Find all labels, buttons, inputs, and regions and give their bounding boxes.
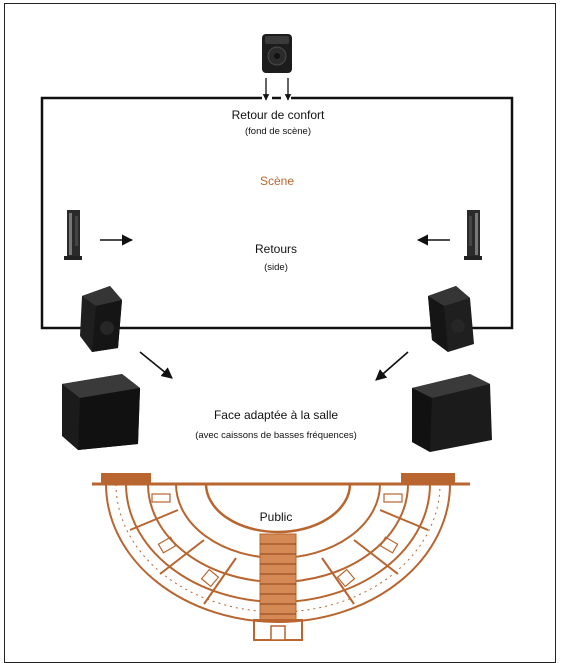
front-sublabel: (avec caissons de basses fréquences): [195, 430, 357, 441]
amphitheater-seating-icon: [92, 473, 470, 641]
wedge-speaker-icon: [80, 286, 122, 352]
comfort-arrows: [262, 78, 292, 101]
side-returns-label: Retours: [254, 242, 298, 256]
side-monitor-icon: [464, 210, 482, 260]
subwoofer-icon: [412, 374, 492, 452]
comfort-return-sublabel: (fond de scène): [244, 126, 312, 137]
diagram-canvas: [40, 34, 514, 641]
subwoofer-icon: [62, 374, 140, 450]
public-label: Public: [259, 510, 293, 524]
side-monitor-icon: [64, 210, 82, 260]
stage-label: Scène: [259, 174, 295, 188]
stage-diagram: Retour de confort (fond de scène) Scène …: [4, 3, 556, 663]
front-arrow-left: [139, 351, 173, 379]
side-returns-sublabel: (side): [264, 262, 288, 273]
front-label: Face adaptée à la salle: [213, 408, 339, 422]
aisle-steps: [260, 543, 296, 615]
wedge-speaker-icon: [428, 286, 474, 352]
front-arrow-right: [375, 351, 409, 381]
monitor-speaker-icon: [262, 34, 292, 73]
stage-outline: [40, 96, 514, 330]
comfort-return-label: Retour de confort: [231, 108, 325, 122]
